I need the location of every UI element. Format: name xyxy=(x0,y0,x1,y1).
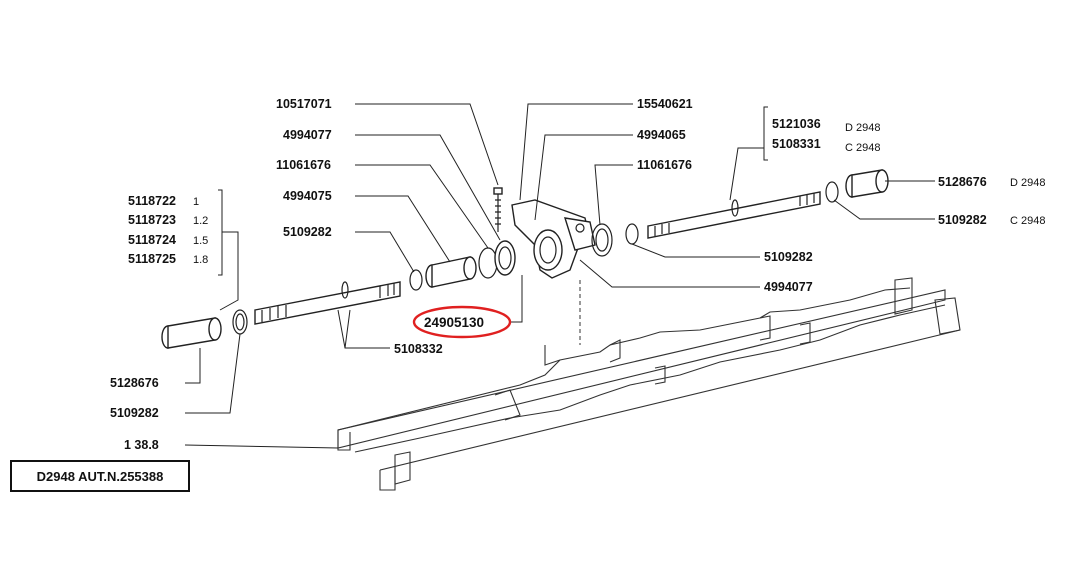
reference-box: D2948 AUT.N.255388 xyxy=(10,460,190,492)
qual-5118725: 1.8 xyxy=(193,254,208,266)
qual-5108331: C 2948 xyxy=(845,142,880,154)
label-4994065: 4994065 xyxy=(637,128,686,142)
label-5108332: 5108332 xyxy=(394,342,443,356)
qual-5109282-right: C 2948 xyxy=(1010,215,1045,227)
label-5128676-left: 5128676 xyxy=(110,376,159,390)
labels: 10517071 4994077 11061676 4994075 510928… xyxy=(110,97,1045,452)
label-11061676-right: 11061676 xyxy=(637,158,692,172)
left-shaft-assembly xyxy=(161,187,516,349)
label-5109282-right: 5109282 xyxy=(938,213,987,227)
label-5109282-right-mid: 5109282 xyxy=(764,250,813,264)
label-5121036: 5121036 xyxy=(772,117,821,131)
reference-text: D2948 AUT.N.255388 xyxy=(36,468,164,484)
center-bracket xyxy=(511,199,639,279)
label-5109282-left-bottom: 5109282 xyxy=(110,406,159,420)
label-4994077-left: 4994077 xyxy=(283,128,332,142)
qual-5121036: D 2948 xyxy=(845,122,880,134)
qual-5128676-right: D 2948 xyxy=(1010,177,1045,189)
chassis-frame xyxy=(337,277,961,491)
label-1-38-8: 1 38.8 xyxy=(124,438,159,452)
label-5128676-right: 5128676 xyxy=(938,175,987,189)
label-5109282-left-top: 5109282 xyxy=(283,225,332,239)
highlight-ellipse xyxy=(412,305,512,339)
label-5118722: 5118722 xyxy=(128,194,176,208)
label-15540621: 15540621 xyxy=(637,97,693,111)
label-5118724: 5118724 xyxy=(128,233,176,247)
qual-5118722: 1 xyxy=(193,196,199,208)
qual-5118723: 1.2 xyxy=(193,215,208,227)
label-4994075: 4994075 xyxy=(283,189,332,203)
right-shaft-assembly xyxy=(647,169,889,239)
label-11061676-left: 11061676 xyxy=(276,158,331,172)
label-5118725: 5118725 xyxy=(128,252,176,266)
label-10517071: 10517071 xyxy=(276,97,332,111)
qual-5118724: 1.5 xyxy=(193,235,208,247)
label-5108331: 5108331 xyxy=(772,137,821,151)
label-24905130-highlighted: 24905130 xyxy=(424,315,484,330)
leader-lines xyxy=(184,103,935,449)
label-4994077-right: 4994077 xyxy=(764,280,813,294)
label-5118723: 5118723 xyxy=(128,213,176,227)
